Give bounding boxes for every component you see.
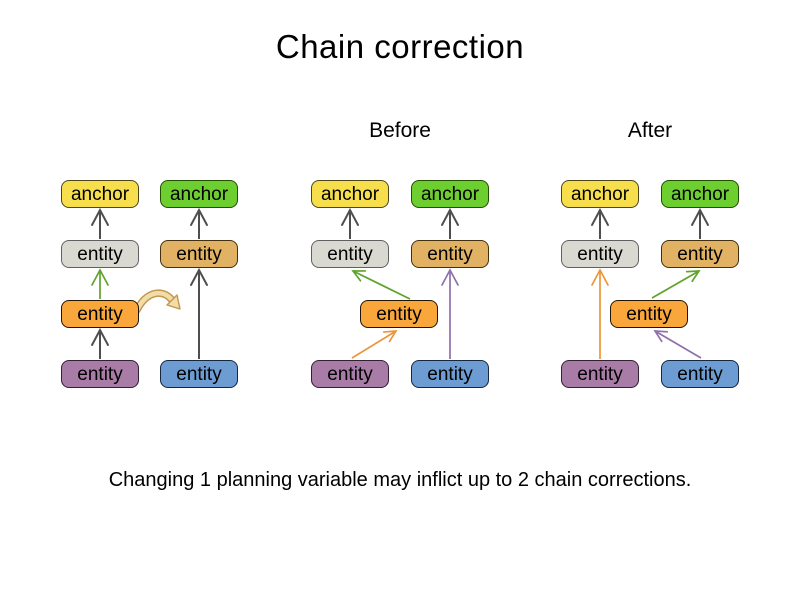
arrow-after-entity-orange-to-entity-tan-shaft xyxy=(651,270,700,299)
label-after: After xyxy=(627,119,673,142)
arrow-after-entity-blue-to-entity-orange-head xyxy=(653,330,669,343)
arrow-initial-entity-blue-to-entity-tan-head xyxy=(190,267,208,286)
arrow-before-entity-gray-to-anchor-yellow-head xyxy=(341,207,359,226)
before-entity-tan: entity xyxy=(411,240,489,268)
page-title: Chain correction xyxy=(275,28,525,65)
arrow-after-entity-orange-to-entity-tan-head xyxy=(685,270,701,283)
before-anchor-green: anchor xyxy=(411,180,489,208)
label-before: Before xyxy=(369,119,431,142)
arrow-after-entity-purple-to-entity-gray-head xyxy=(591,268,609,286)
arrow-before-entity-purple-to-entity-orange-shaft xyxy=(351,330,397,359)
initial-entity-gray: entity xyxy=(61,240,139,268)
caption: Changing 1 planning variable may inflict… xyxy=(108,469,692,491)
curved-move-arrow-head xyxy=(166,294,181,310)
initial-entity-purple: entity xyxy=(61,360,139,388)
arrow-initial-entity-orange-to-entity-gray-head xyxy=(91,268,109,286)
arrow-initial-entity-purple-to-entity-orange-head xyxy=(91,327,109,346)
before-entity-gray: entity xyxy=(311,240,389,268)
before-entity-orange: entity xyxy=(360,300,438,328)
initial-entity-tan: entity xyxy=(160,240,238,268)
after-entity-orange: entity xyxy=(610,300,688,328)
curved-move-arrow-body xyxy=(134,290,175,313)
initial-anchor-yellow: anchor xyxy=(61,180,139,208)
initial-entity-orange: entity xyxy=(61,300,139,328)
before-entity-blue: entity xyxy=(411,360,489,388)
after-anchor-green: anchor xyxy=(661,180,739,208)
before-entity-purple: entity xyxy=(311,360,389,388)
arrow-after-entity-gray-to-anchor-yellow-head xyxy=(591,207,609,226)
arrow-after-entity-tan-to-anchor-green-head xyxy=(691,207,709,226)
before-anchor-yellow: anchor xyxy=(311,180,389,208)
arrow-before-entity-orange-to-entity-gray-shaft xyxy=(352,270,411,300)
initial-anchor-green: anchor xyxy=(160,180,238,208)
arrow-after-entity-blue-to-entity-orange-shaft xyxy=(654,330,702,359)
arrow-before-entity-tan-to-anchor-green-head xyxy=(441,207,459,226)
arrow-before-entity-purple-to-entity-orange-head xyxy=(382,330,398,343)
initial-entity-blue: entity xyxy=(160,360,238,388)
arrow-initial-entity-gray-to-anchor-yellow-head xyxy=(91,207,109,226)
after-entity-purple: entity xyxy=(561,360,639,388)
after-entity-blue: entity xyxy=(661,360,739,388)
after-entity-tan: entity xyxy=(661,240,739,268)
arrow-before-entity-blue-to-entity-tan-head xyxy=(441,268,459,286)
arrow-initial-entity-tan-to-anchor-green-head xyxy=(190,207,208,226)
arrow-before-entity-orange-to-entity-gray-head xyxy=(351,270,367,282)
after-entity-gray: entity xyxy=(561,240,639,268)
after-anchor-yellow: anchor xyxy=(561,180,639,208)
